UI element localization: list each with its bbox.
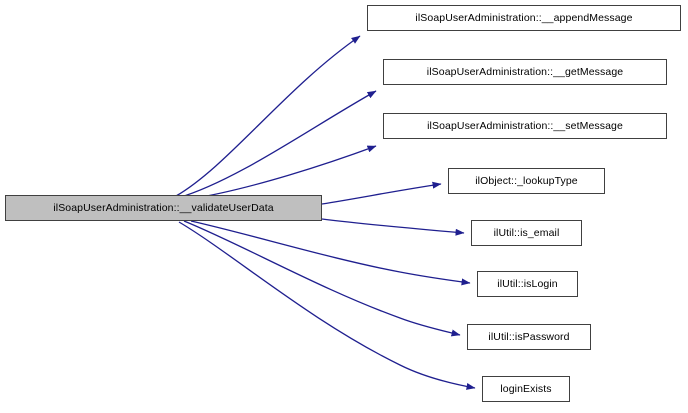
graph-node-n6[interactable]: ilUtil::isLogin	[477, 271, 578, 297]
graph-node-n4[interactable]: ilObject::_lookupType	[448, 168, 605, 194]
graph-edge-root-to-n5	[321, 218, 465, 236]
graph-node-label: ilSoapUserAdministration::__appendMessag…	[415, 11, 633, 24]
graph-node-n1[interactable]: ilSoapUserAdministration::__appendMessag…	[367, 5, 681, 31]
graph-node-label: ilUtil::isPassword	[488, 330, 570, 343]
graph-node-root[interactable]: ilSoapUserAdministration::__validateUser…	[5, 195, 322, 221]
graph-node-label: ilSoapUserAdministration::__getMessage	[426, 65, 624, 78]
graph-node-label: ilUtil::is_email	[493, 226, 560, 239]
graph-edge-root-to-n6	[190, 220, 471, 286]
graph-node-label: ilUtil::isLogin	[497, 277, 558, 290]
graph-node-label: ilSoapUserAdministration::__validateUser…	[53, 201, 274, 214]
graph-edges	[175, 35, 476, 390]
graph-node-n8[interactable]: loginExists	[482, 376, 570, 402]
graph-node-n5[interactable]: ilUtil::is_email	[471, 220, 582, 246]
graph-edge-root-to-n1	[175, 35, 361, 197]
graph-node-label: ilObject::_lookupType	[475, 174, 578, 187]
graph-edge-root-to-n8	[178, 221, 476, 390]
graph-edge-root-to-n2	[177, 90, 377, 199]
graph-node-n7[interactable]: ilUtil::isPassword	[467, 324, 591, 350]
graph-edge-root-to-n4	[321, 181, 442, 205]
graph-node-n2[interactable]: ilSoapUserAdministration::__getMessage	[383, 59, 667, 85]
graph-node-n3[interactable]: ilSoapUserAdministration::__setMessage	[383, 113, 667, 139]
graph-edge-root-to-n7	[183, 220, 461, 337]
graph-node-label: ilSoapUserAdministration::__setMessage	[427, 119, 623, 132]
graph-node-label: loginExists	[500, 382, 552, 395]
graph-edge-root-to-n3	[189, 145, 377, 200]
